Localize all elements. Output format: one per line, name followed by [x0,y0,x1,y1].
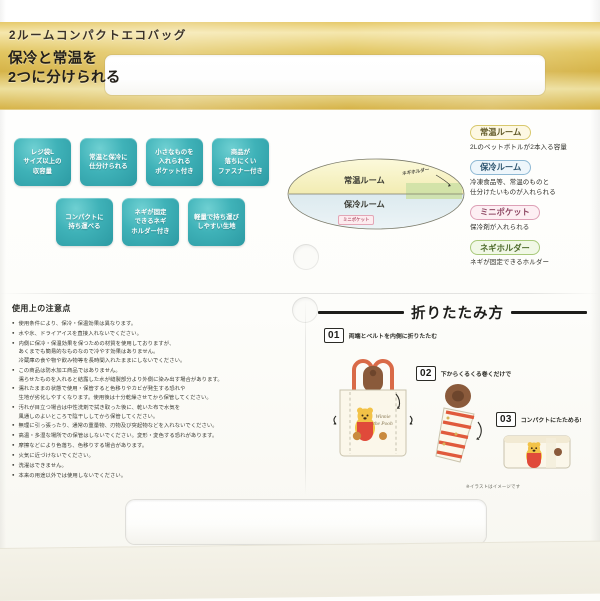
product-title: 2ルームコンパクトエコバッグ [9,30,187,42]
folding-step-3: 03 コンパクトにたためる! [496,412,582,427]
feature-badge: レジ袋L サイズ以上の 収容量 [14,138,71,186]
legend-pill-cooler-room: 保冷ルーム [470,159,532,176]
caution-item: 高温・多湿な場所での保管はしないでください。変形・変色する恐れがあります。 [12,432,294,441]
feature-badge-label: 小さなものを 入れられる ポケット付き [155,149,194,175]
step-number: 02 [416,366,436,381]
feature-badge-label: 常温と保冷に 仕分けられる [89,153,128,170]
catch-copy-line-2: 2つに分けられる [8,70,121,87]
vertical-divider [305,300,306,495]
legend-desc: 保冷剤が入れられる [470,223,530,231]
card-bottom-edge [0,540,600,601]
folding-step-2: 02 下からくるくる巻くだけで [416,366,511,381]
oval-diagram-svg [287,158,465,230]
step-caption: 両端とベルトを内側に折りたたむ [348,334,438,340]
feature-badge: 常温と保冷に 仕分けられる [80,138,137,186]
step-number: 03 [496,412,516,427]
feature-badge-group: レジ袋L サイズ以上の 収容量 常温と保冷に 仕分けられる 小さなものを 入れら… [14,138,286,246]
feature-badge: 商品が 落ちにくい ファスナー付き [212,138,269,186]
legend-item: 保冷ルーム 冷凍食品等、常温のものと 仕分けたいものが入れられる [470,157,596,197]
punch-hole [292,297,318,323]
catch-copy-line-1: 保冷と常温を [8,51,98,67]
caution-item: 無理に引っ張ったり、通常の重量物、刃物及び突起物などを入れないでください。 [12,422,294,431]
caution-item: 使用条件により、保冷・保温効果は異なります。 [12,320,294,329]
illustration-disclaimer: ※イラストはイメージです [466,484,521,489]
caution-item: 本来の用途以外では使用しないでください。 [12,472,294,481]
svg-text:Winnie: Winnie [376,414,392,420]
folding-title: 折りたたみ方 [411,306,504,322]
horizontal-divider [0,293,600,294]
step-caption: コンパクトにたためる! [520,418,582,424]
step-caption: 下からくるくる巻くだけで [440,372,512,378]
caution-item: 水や氷、ドライアイスを直接入れないでください。 [12,330,294,339]
feature-badge-label: 商品が 落ちにくい ファスナー付き [218,149,263,175]
feature-badge-row-1: レジ袋L サイズ以上の 収容量 常温と保冷に 仕分けられる 小さなものを 入れら… [14,138,286,186]
catch-copy: 保冷と常温を 2つに分けられる [8,50,121,88]
feature-badge-label: 軽量で持ち運び しやすい生地 [194,213,239,230]
bag-illustration-step-3 [503,435,571,469]
diagram-label-mini-pocket: ミニポケット [338,215,375,225]
caution-item: この商品は防水加工商品ではありません。 濡らせたものを入れると結露した水が縫製部… [12,367,294,384]
feature-badge-row-2: コンパクトに 持ち運べる ネギが固定 できるネギ ホルダー付き 軽量で持ち運び … [56,198,286,246]
folding-heading: 折りたたみ方 [318,302,596,323]
legend-desc: 2Lのペットボトルが2本入る容量 [470,143,567,151]
legend-pill-mini-pocket: ミニポケット [470,204,540,221]
bottom-cutout-slot [126,500,486,544]
heading-rule-left [318,310,404,315]
legend-pill-room-temp: 常温ルーム [470,124,532,140]
feature-badge: 軽量で持ち運び しやすい生地 [188,198,245,246]
caution-item: 濡れたままの状態で使用・保管すると色移りやカビが発生する恐れや 生地が劣化しやす… [12,385,294,402]
step-number: 01 [324,328,344,343]
caution-item: 内側に保冷・保温効果を保つための材質を使用しておりますが、 あくまでも簡易的なも… [12,340,294,366]
feature-badge-label: ネギが固定 できるネギ ホルダー付き [131,209,170,235]
cautions-title: 使用上の注意点 [12,304,71,313]
legend-item: ミニポケット 保冷剤が入れられる [470,202,596,232]
legend-item: 常温ルーム 2Lのペットボトルが2本入る容量 [470,122,596,152]
legend-pill-negi-holder: ネギホルダー [470,240,540,256]
header-cutout-window [105,55,545,95]
feature-badge: コンパクトに 持ち運べる [56,198,113,246]
feature-badge-label: コンパクトに 持ち運べる [65,213,104,230]
legend-desc: ネギが固定できるホルダー [470,259,550,266]
cautions-section: 使用上の注意点 使用条件により、保冷・保温効果は異なります。 水や氷、ドライアイ… [12,303,294,481]
right-edge-shade [590,0,600,560]
feature-badge-label: レジ袋L サイズ以上の 収容量 [23,149,62,175]
caution-item: 洗濯はできません。 [12,462,294,471]
caution-item: 火気に近づけないでください。 [12,452,294,461]
folding-step-1: 01 両端とベルトを内側に折りたたむ [324,328,437,343]
folding-instructions-section: 折りたたみ方 01 両端とベルトを内側に折りたたむ 02 下からくるくる巻くだけ… [318,298,596,498]
feature-badge: 小さなものを 入れられる ポケット付き [146,138,203,186]
bag-illustration-step-2 [435,384,482,463]
legend-item: ネギホルダー ネギが固定できるホルダー [470,238,596,268]
diagram-label-cooler-room: 保冷ルーム [344,200,385,209]
svg-text:the Pooh: the Pooh [373,421,393,427]
left-edge-shade [0,0,6,560]
punch-hole [293,244,319,270]
bag-cross-section-diagram: 常温ルーム 保冷ルーム ネギホルダー ミニポケット [286,155,466,233]
caution-item: 摩擦などにより色落ち、色移りする場合があります。 [12,442,294,451]
bag-illustration-step-1: Winnie the Pooh [333,359,413,457]
legend-list: 常温ルーム 2Lのペットボトルが2本入る容量 保冷ルーム 冷凍食品等、常温のもの… [470,122,596,273]
legend-desc: 冷凍食品等、常温のものと 仕分けたいものが入れられる [470,178,556,196]
feature-badge: ネギが固定 できるネギ ホルダー付き [122,198,179,246]
caution-item: 汚れが目立つ場合は中性洗剤で拭き取った後に、乾いた布で水気を 風通しのよいところ… [12,404,294,421]
diagram-label-room-temp: 常温ルーム [344,176,385,185]
heading-rule-right [511,310,587,315]
